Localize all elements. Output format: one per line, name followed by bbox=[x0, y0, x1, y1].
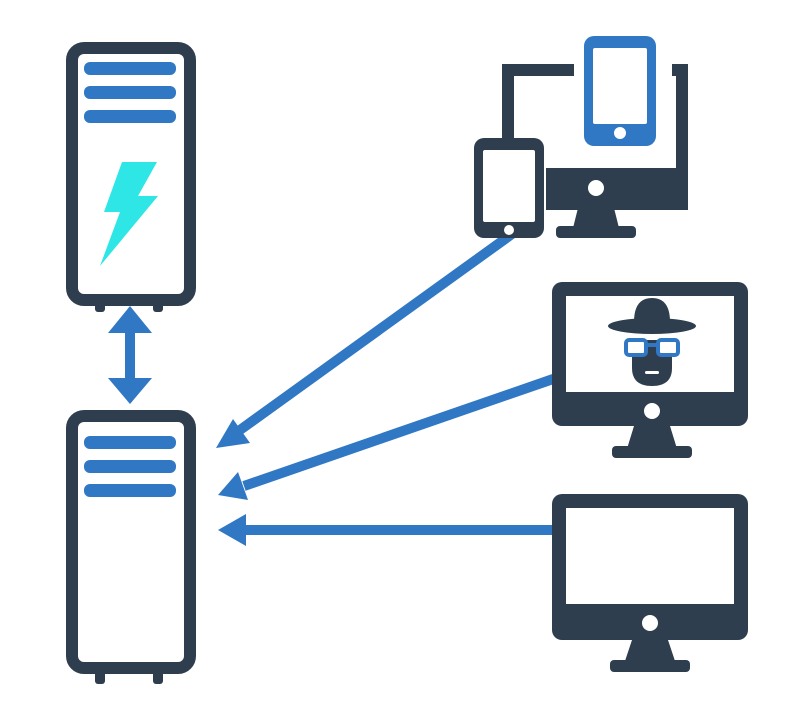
smartphone-icon bbox=[584, 36, 656, 146]
connections bbox=[108, 229, 558, 546]
bottom-server bbox=[66, 410, 196, 684]
desktop-monitor-icon bbox=[502, 64, 688, 238]
plain-monitor-to-server-arrow bbox=[218, 514, 556, 546]
spy-icon bbox=[608, 298, 696, 386]
tablet-icon bbox=[474, 138, 544, 238]
top-server bbox=[66, 42, 196, 312]
spy-monitor bbox=[552, 282, 748, 458]
lightning-icon bbox=[100, 162, 158, 266]
mobile-devices-group bbox=[474, 36, 688, 238]
server-icon bbox=[66, 410, 196, 684]
spy-monitor-to-server-arrow bbox=[218, 373, 558, 500]
plain-monitor bbox=[552, 494, 748, 672]
mobile-to-server-arrow bbox=[216, 229, 515, 448]
server-sync-arrow bbox=[108, 306, 152, 404]
desktop-monitor-icon bbox=[552, 494, 748, 672]
